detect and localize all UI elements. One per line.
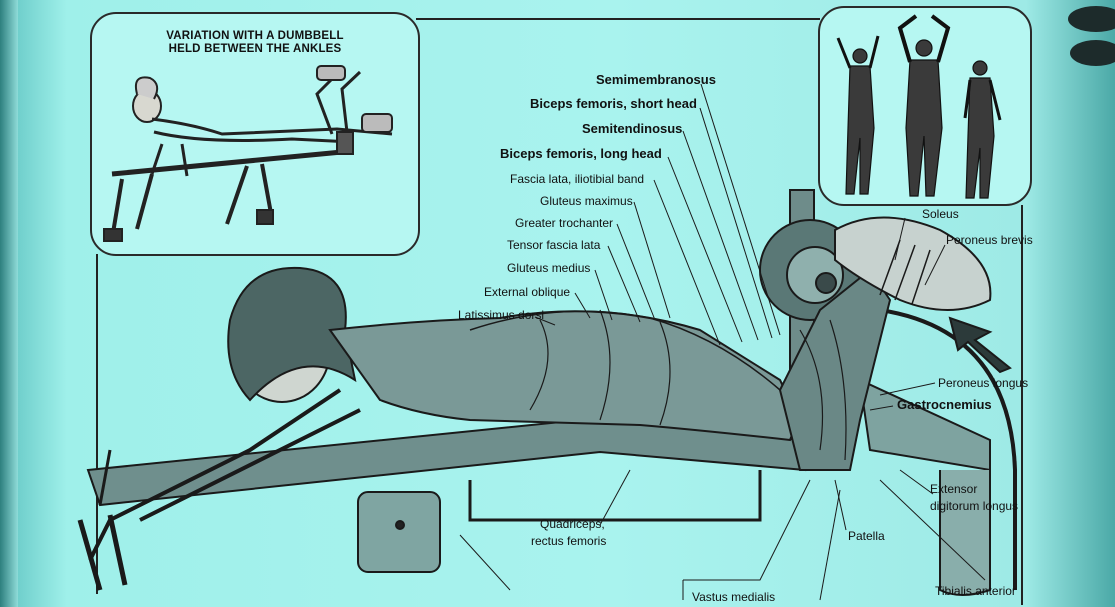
label-semitendinosus: Semitendinosus (582, 122, 682, 136)
label-fascia-lata: Fascia lata, iliotibial band (510, 172, 644, 186)
label-gluteus-maximus: Gluteus maximus (540, 194, 633, 208)
label-vastus-medialis: Vastus medialis (692, 590, 775, 604)
label-peroneus-longus: Peroneus longus (938, 376, 1028, 390)
label-soleus: Soleus (922, 207, 959, 221)
label-semimembranosus: Semimembranosus (596, 73, 716, 87)
label-extensor-line-1: Extensor (930, 482, 977, 496)
label-patella: Patella (848, 529, 885, 543)
label-gluteus-medius: Gluteus medius (507, 261, 590, 275)
label-greater-trochanter: Greater trochanter (515, 216, 613, 230)
label-tibialis-anterior: Tibialis anterior (935, 584, 1016, 598)
label-latissimus-dorsi: Latissimus dorsi (458, 308, 544, 322)
label-gastrocnemius: Gastrocnemius (897, 398, 992, 412)
label-extensor-line-2: digitorum longus (930, 499, 1018, 513)
label-biceps-long-head: Biceps femoris, long head (500, 147, 662, 161)
label-quadriceps-line-1: Quadriceps, (540, 517, 605, 531)
label-quadriceps-line-2: rectus femoris (531, 534, 606, 548)
label-peroneus-brevis: Peroneus brevis (946, 233, 1033, 247)
label-tensor-fascia-lata: Tensor fascia lata (507, 238, 600, 252)
label-biceps-short-head: Biceps femoris, short head (530, 97, 697, 111)
label-external-oblique: External oblique (484, 285, 570, 299)
